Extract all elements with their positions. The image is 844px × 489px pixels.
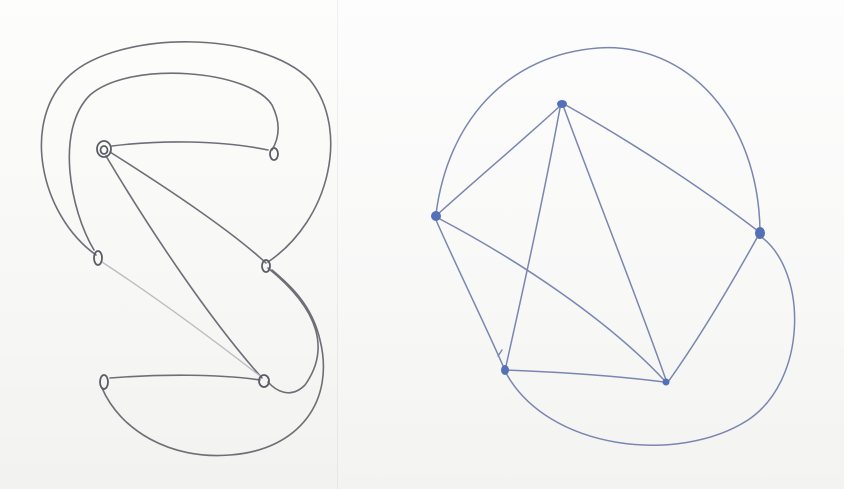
vertex-right-middle (261, 259, 271, 273)
right-graph-panel (338, 0, 844, 489)
edge-left-bottomleft (435, 219, 505, 369)
edge-bottomleft-bottomright (505, 369, 665, 383)
edge-outer-loop (40, 41, 332, 263)
edge-diagonal-long (105, 155, 263, 379)
edge-left-top (437, 105, 561, 215)
right-graph-drawing (431, 47, 796, 446)
edge-top-bottomleft (505, 107, 561, 367)
vertex-bottom-right (258, 374, 270, 388)
edge-top-bottomright (563, 107, 667, 381)
vertex-bottom-right (662, 378, 670, 386)
vertex-top (557, 100, 567, 108)
edge-inner-loop (68, 72, 279, 251)
edge-bottom-curve (101, 269, 325, 457)
pen-tick-mark (497, 349, 503, 357)
vertex-left (431, 211, 441, 221)
edge-outer-arc-top (435, 47, 761, 231)
vertex-top-right (269, 147, 279, 161)
edge-diagonal-upper (109, 151, 267, 264)
vertex-bottom-left (501, 365, 509, 375)
vertex-top-left-inner (99, 145, 109, 155)
vertex-right (755, 227, 765, 239)
edge-left-bottomright (437, 217, 665, 381)
left-graph-panel (0, 0, 338, 489)
edge-right-bottomright (667, 235, 759, 383)
vertex-top-left (96, 140, 112, 158)
vertex-group (431, 100, 765, 386)
edge-outer-arc-bottom (505, 235, 796, 446)
edge-bottom-horizontal (109, 374, 261, 381)
edge-right-s-curve (267, 267, 319, 394)
left-graph-drawing (40, 41, 332, 457)
edge-top-horizontal (111, 141, 269, 151)
vertex-bottom-left (99, 374, 109, 390)
vertex-left-middle (93, 250, 103, 266)
edge-top-right (563, 103, 759, 232)
edge-faint-diagonal (101, 261, 261, 377)
